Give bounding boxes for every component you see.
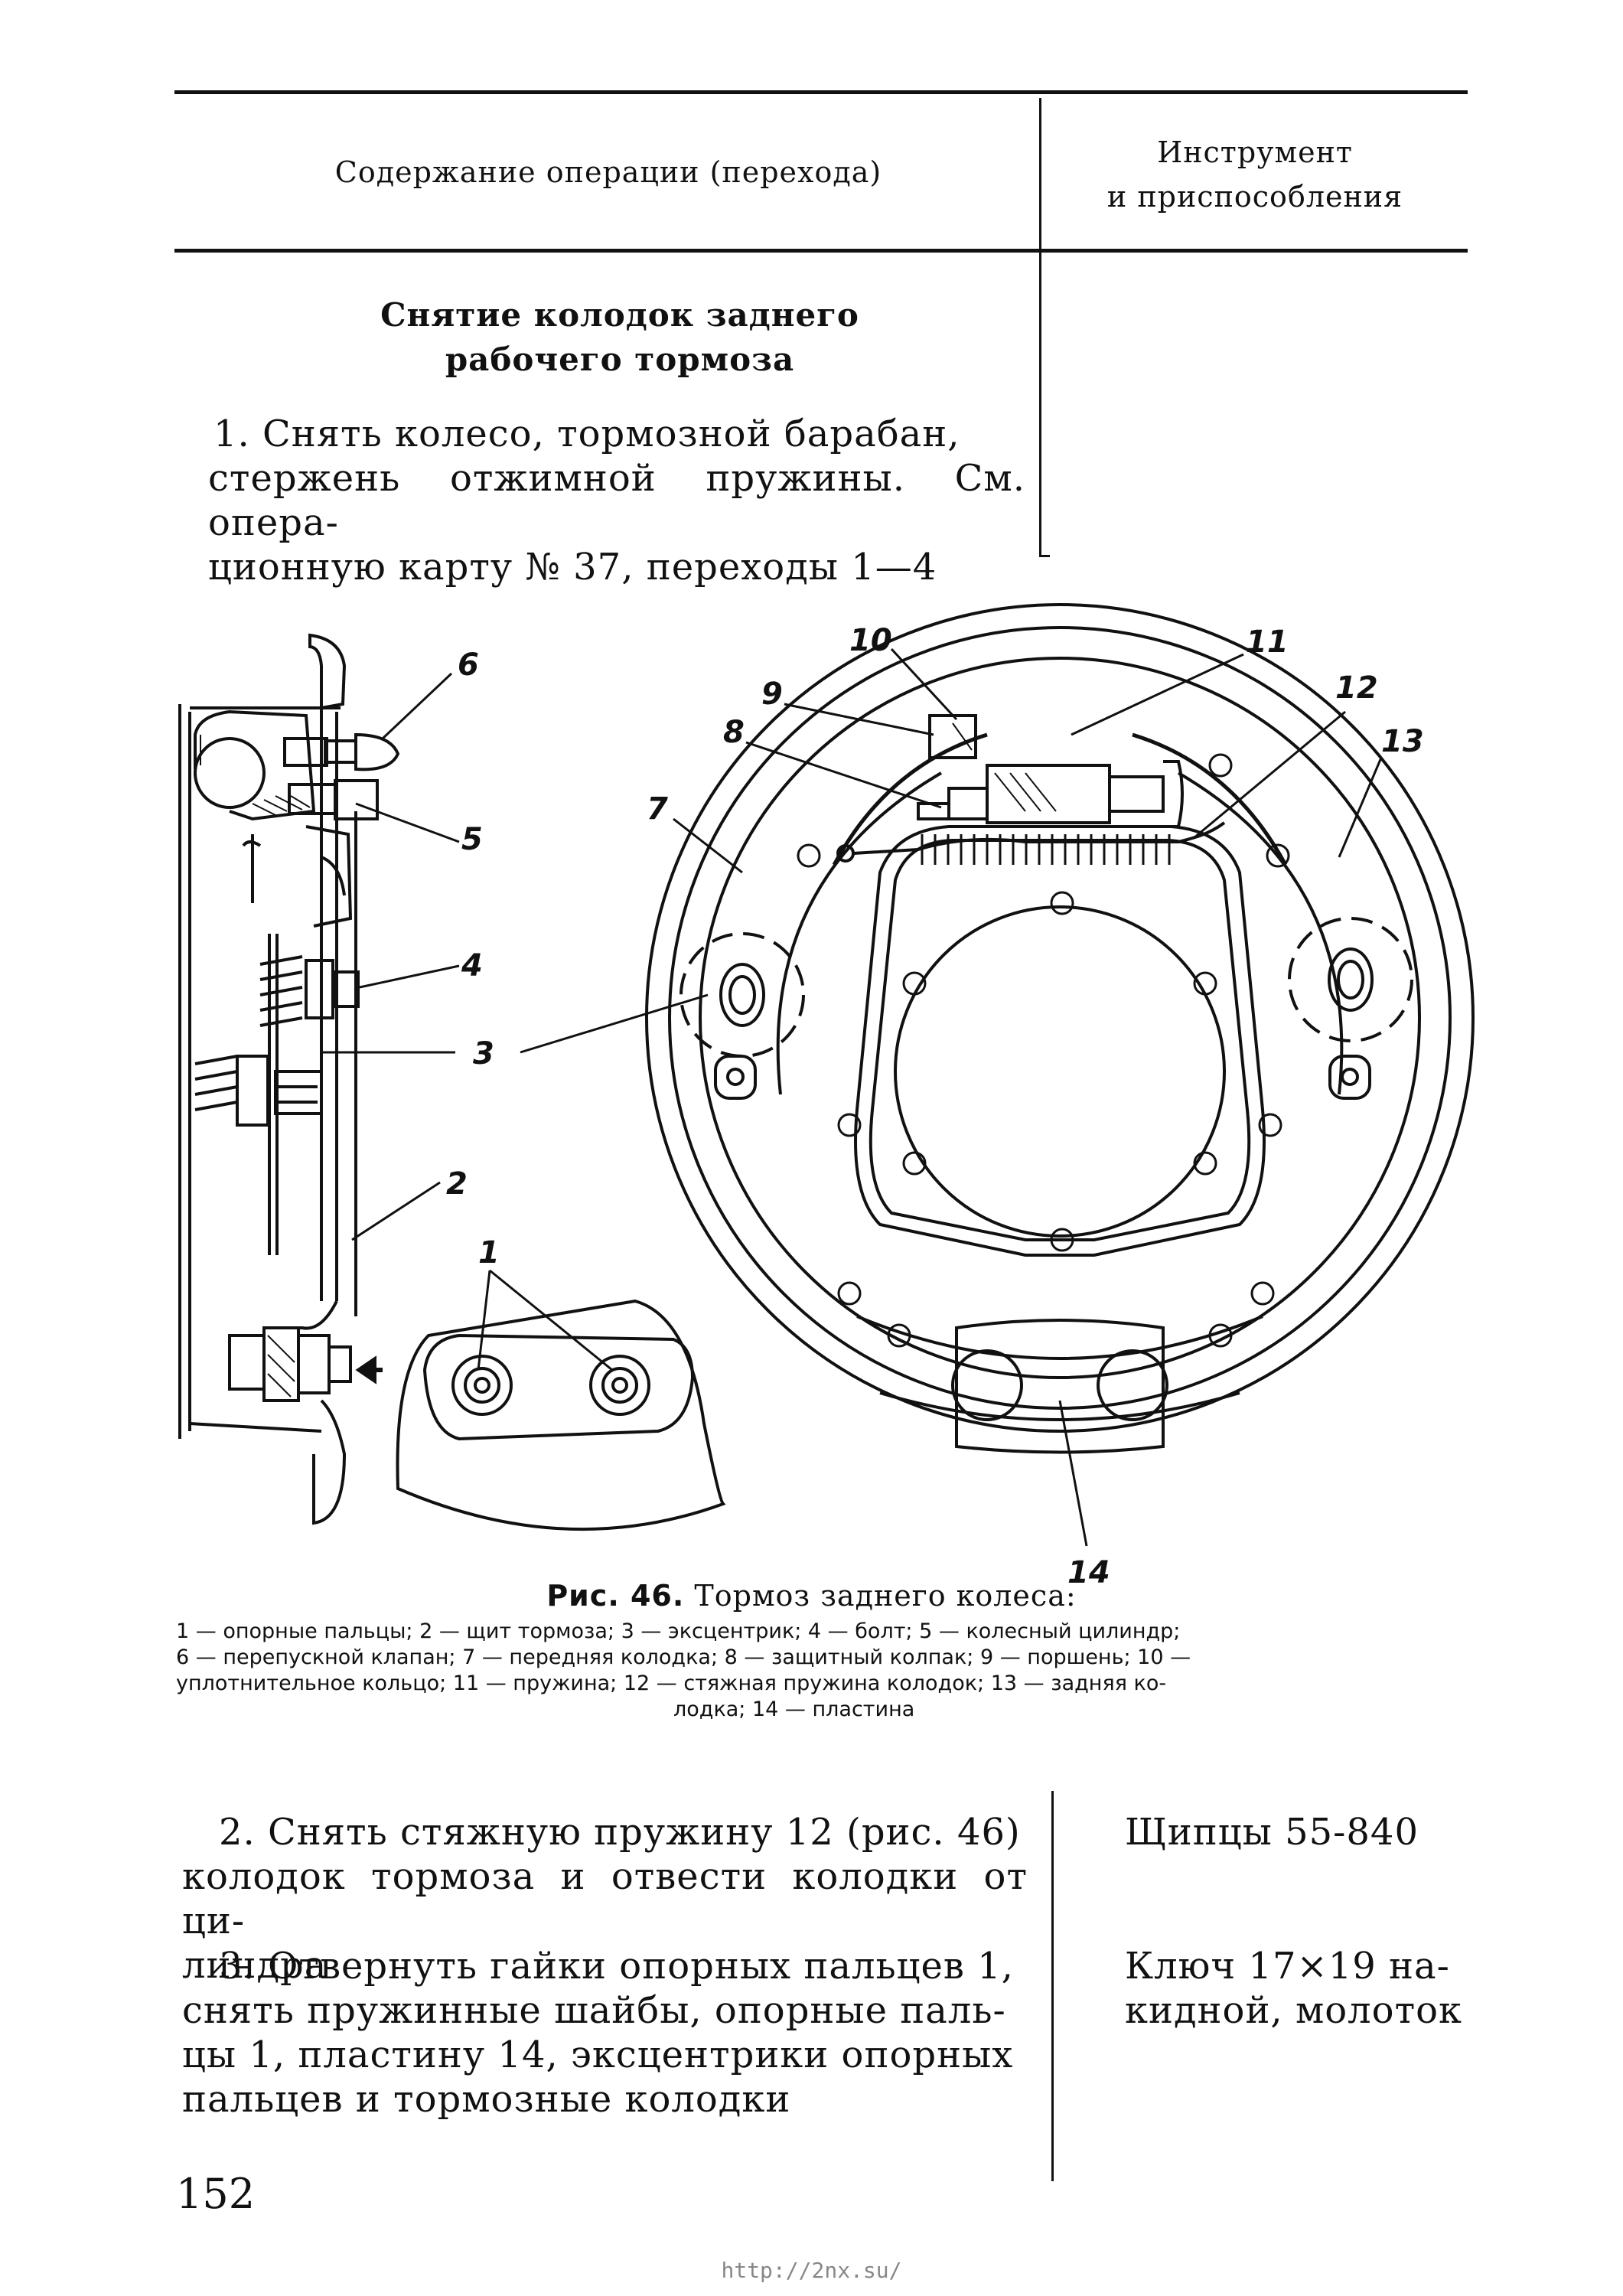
figure-caption: Рис. 46. Тормоз заднего колеса: <box>0 1577 1623 1615</box>
legend-line: лодка; 14 — пластина <box>673 1698 915 1721</box>
brake-figure: 6 5 4 3 2 1 7 8 9 10 11 12 13 14 <box>178 603 1475 1590</box>
step-2-line: колодок тормоза и отвести колодки от ци- <box>182 1855 1028 1942</box>
callout-11: 11 <box>1246 625 1289 660</box>
header-top-rule <box>174 90 1468 94</box>
step-3-text: 3. Отвернуть гайки опорных пальцев 1, сн… <box>182 1944 1028 2122</box>
section-title-line1: Снятие колодок заднего <box>380 296 859 334</box>
legend-line: 6 — перепускной клапан; 7 — передняя кол… <box>176 1645 1191 1669</box>
callout-9: 9 <box>761 677 783 712</box>
callout-14: 14 <box>1067 1555 1110 1590</box>
section-title: Снятие колодок заднего рабочего тормоза <box>184 293 1056 382</box>
step-3-line: снять пружинные шайбы, опорные паль- <box>182 1989 1006 2032</box>
column-divider-bottom <box>1051 1791 1054 2181</box>
step-3-line: 3. Отвернуть гайки опорных пальцев 1, <box>219 1945 1014 1988</box>
callout-4: 4 <box>461 948 483 983</box>
section-title-line2: рабочего тормоза <box>445 341 795 378</box>
step-1-line: стержень отжимной пружины. См. опера- <box>208 457 1025 544</box>
step-2-line: 2. Снять стяжную пружину 12 (рис. 46) <box>219 1811 1021 1854</box>
header-bottom-rule <box>174 249 1468 253</box>
step-2-text: 2. Снять стяжную пружину 12 (рис. 46) ко… <box>182 1810 1028 1988</box>
step-1-text: 1. Снять колесо, тормозной барабан, стер… <box>208 412 1025 589</box>
callout-3: 3 <box>473 1036 494 1071</box>
step-2-tools: Щипцы 55-840 <box>1125 1810 1419 1854</box>
legend-line: уплотнительное кольцо; 11 — пружина; 12 … <box>176 1671 1167 1695</box>
callout-10: 10 <box>849 623 892 658</box>
footer-url: http://2nx.su/ <box>721 2258 902 2283</box>
step-2-tool-line: Щипцы 55-840 <box>1125 1811 1419 1854</box>
legend-line: 1 — опорные пальцы; 2 — щит тормоза; 3 —… <box>176 1619 1181 1643</box>
header-operation: Содержание операции (перехода) <box>334 155 882 189</box>
leader-lines <box>321 647 1383 1547</box>
step-2-line: линдра <box>182 1944 328 1987</box>
callout-7: 7 <box>647 791 668 827</box>
figure-caption-label: Рис. 46. <box>546 1579 685 1613</box>
section-view <box>178 633 400 1525</box>
step-3-line: пальцев и тормозные колодки <box>182 2078 791 2121</box>
step-1-line: ционную карту № 37, переходы 1—4 <box>208 546 937 589</box>
header-tools-line2: и приспособления <box>1106 180 1403 214</box>
step-3-tool-line: Ключ 17×19 на- <box>1125 1945 1450 1988</box>
page-number: 152 <box>176 2170 256 2218</box>
pins-inset <box>396 1299 726 1531</box>
column-divider-top <box>1039 98 1041 557</box>
header-tools-line1: Инструмент <box>1157 135 1353 169</box>
callout-8: 8 <box>723 715 745 750</box>
callout-13: 13 <box>1381 724 1424 759</box>
figure-caption-text: Тормоз заднего колеса: <box>694 1579 1077 1613</box>
column-divider-tick <box>1039 555 1050 557</box>
callout-5: 5 <box>461 822 483 857</box>
header-tools: Инструмент и приспособления <box>1048 130 1462 219</box>
step-1-line: 1. Снять колесо, тормозной барабан, <box>213 413 960 455</box>
callout-12: 12 <box>1335 670 1378 706</box>
callout-6: 6 <box>458 647 479 683</box>
step-3-line: цы 1, пластину 14, эксцентрики опорных <box>182 2033 1014 2076</box>
callout-1: 1 <box>478 1235 500 1270</box>
callout-2: 2 <box>446 1166 468 1202</box>
front-view <box>645 603 1475 1454</box>
figure-legend: 1 — опорные пальцы; 2 — щит тормоза; 3 —… <box>176 1619 1469 1723</box>
step-3-tool-line: кидной, молоток <box>1125 1989 1463 2032</box>
step-3-tools: Ключ 17×19 на- кидной, молоток <box>1125 1944 1484 2033</box>
